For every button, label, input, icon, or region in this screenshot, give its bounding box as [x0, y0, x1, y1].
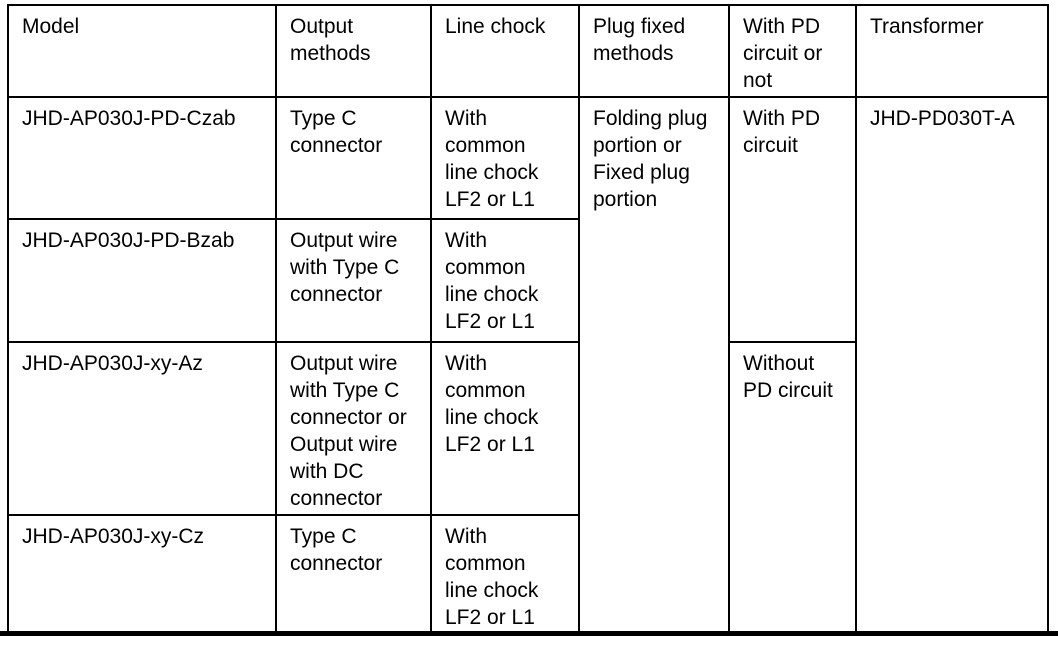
- model-spec-table: Model Output methods Line chock Plug fix…: [7, 4, 1049, 633]
- header-model: Model: [7, 4, 277, 98]
- cell-model: JHD-AP030J-PD-Bzab: [7, 218, 277, 343]
- cell-line-chock: With common line chock LF2 or L1: [430, 341, 580, 516]
- header-plug-fixed-methods: Plug fixed methods: [578, 4, 730, 98]
- header-output-methods: Output methods: [275, 4, 432, 98]
- table-row: JHD-AP030J-PD-Bzab Output wire with Type…: [7, 218, 1048, 343]
- cell-model: JHD-AP030J-xy-Az: [7, 341, 277, 516]
- cell-transformer: JHD-PD030T-A: [855, 96, 1049, 633]
- page-bottom-rule: [0, 631, 1058, 636]
- header-line-chock: Line chock: [430, 4, 580, 98]
- cell-plug-fixed-methods: Folding plug portion or Fixed plug porti…: [578, 96, 730, 633]
- table-row: JHD-AP030J-PD-Czab Type C connector With…: [7, 96, 1049, 633]
- cell-line-chock: With common line chock LF2 or L1: [430, 514, 580, 633]
- table-row: JHD-AP030J-xy-Cz Type C connector With c…: [7, 514, 1048, 633]
- cell-line-chock: With common line chock LF2 or L1: [430, 96, 580, 220]
- cell-pd-without-circuit: Without PD circuit: [728, 341, 857, 633]
- cell-line-chock: With common line chock LF2 or L1: [430, 218, 580, 343]
- header-transformer: Transformer: [855, 4, 1049, 98]
- cell-output-methods: Output wire with Type C connector: [275, 218, 432, 343]
- cell-output-methods: Type C connector: [275, 96, 432, 220]
- header-pd-circuit: With PD circuit or not: [728, 4, 857, 98]
- cell-output-methods: Type C connector: [275, 514, 432, 633]
- cell-model: JHD-AP030J-PD-Czab: [7, 96, 277, 220]
- header-row: Model Output methods Line chock Plug fix…: [7, 4, 1049, 98]
- cell-pd-with-circuit: With PD circuit: [728, 96, 857, 343]
- cell-output-methods: Output wire with Type C connector or Out…: [275, 341, 432, 516]
- cell-model: JHD-AP030J-xy-Cz: [7, 514, 277, 633]
